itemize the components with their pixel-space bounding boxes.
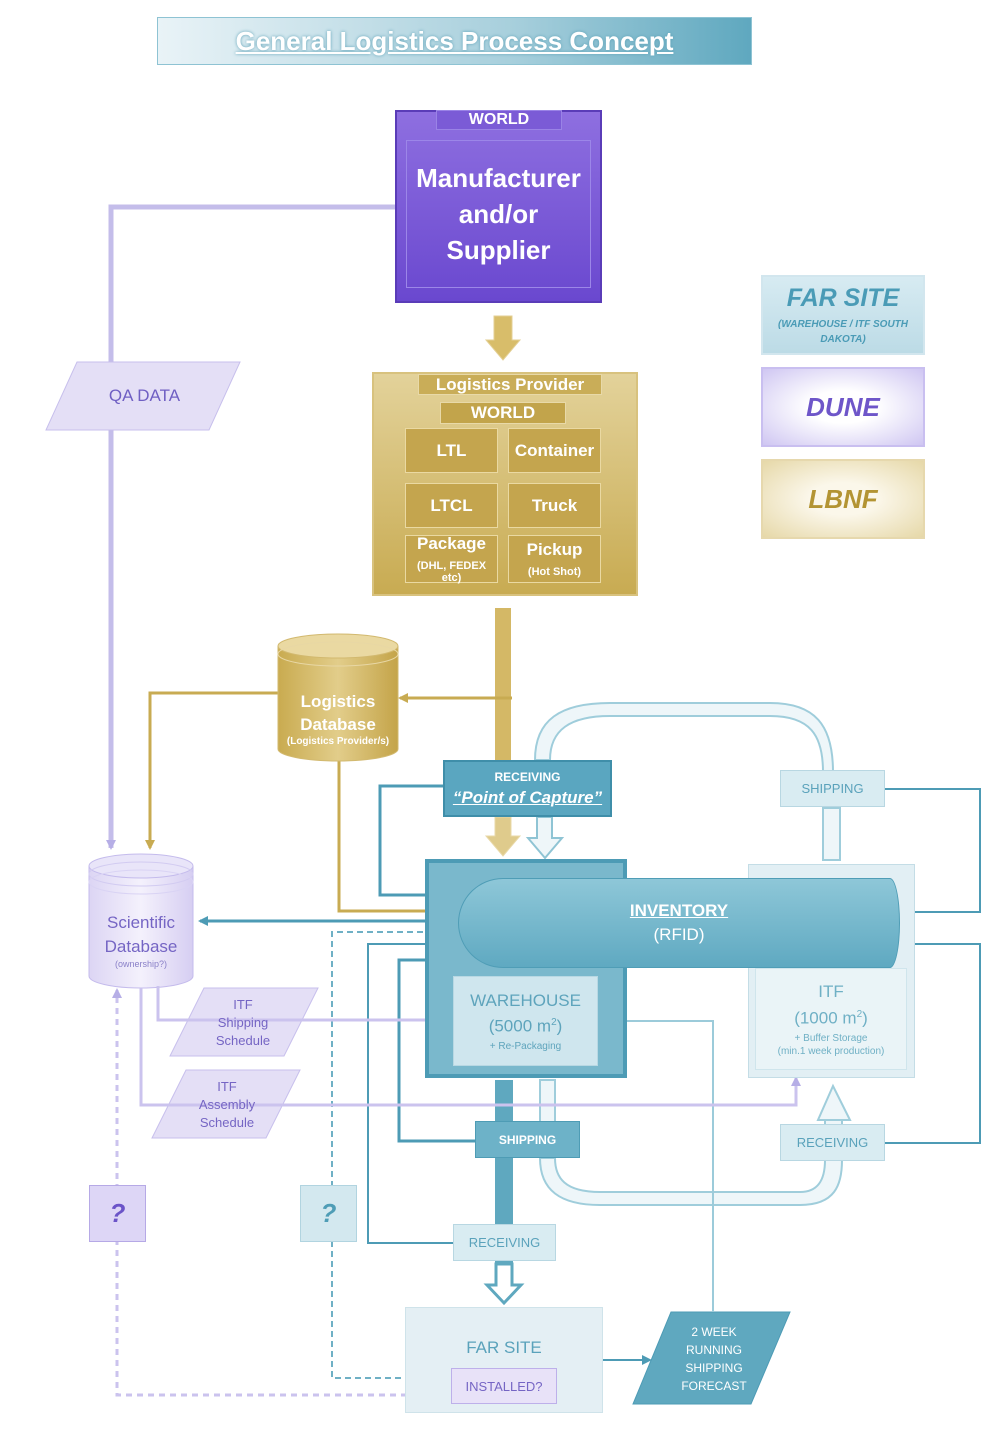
shipping-tag-middle: SHIPPING bbox=[475, 1121, 580, 1158]
logistics-provider-title: Logistics Provider bbox=[418, 374, 602, 395]
legend-lbnf-label: LBNF bbox=[808, 483, 878, 514]
legend-lbnf: LBNF bbox=[761, 459, 925, 539]
mode-label: Package bbox=[417, 534, 486, 553]
warehouse-area-value: (5000 m bbox=[488, 1016, 552, 1036]
mode-sublabel: (DHL, FEDEX etc) bbox=[416, 560, 487, 584]
mode-label: LTCL bbox=[430, 495, 473, 515]
forecast-shape bbox=[632, 1311, 791, 1405]
receiving-tag-far-site: RECEIVING bbox=[453, 1224, 556, 1261]
manufacturer-world-tag: WORLD bbox=[436, 110, 562, 130]
point-of-capture-label: “Point of Capture” bbox=[452, 787, 603, 807]
far-receiving-loop-line bbox=[367, 939, 456, 1244]
itf-shipping-schedule-label: ITF Shipping Schedule bbox=[215, 997, 271, 1048]
manufacturer-label: Manufacturer and/or Supplier bbox=[416, 163, 581, 265]
title-banner: General Logistics Process Concept bbox=[157, 17, 752, 65]
mode-cell-container: Container bbox=[508, 428, 601, 473]
manufacturer-to-provider-arrow bbox=[484, 315, 522, 361]
warehouse-label: WAREHOUSE bbox=[470, 990, 581, 1010]
page-title: General Logistics Process Concept bbox=[235, 25, 674, 56]
scidb-to-warehouse-line bbox=[156, 986, 450, 1025]
scientific-database: Scientific Database (ownership?) bbox=[89, 905, 193, 975]
mode-label: Container bbox=[514, 440, 595, 460]
legend-dune-label: DUNE bbox=[806, 391, 880, 422]
scientific-database-cylinder bbox=[88, 853, 194, 989]
provider-to-inventory-arrow bbox=[484, 816, 522, 857]
qa-data: QA DATA bbox=[62, 378, 227, 414]
warehouse-sub: + Re-Packaging bbox=[489, 1041, 562, 1053]
itf-area: (1000 m2) bbox=[794, 1003, 868, 1030]
question-box-blue: ? bbox=[300, 1185, 357, 1242]
warehouse-area-unit-exponent: 2 bbox=[551, 1016, 557, 1028]
warehouse-down-stem bbox=[539, 1079, 556, 1123]
warehouse-box: WAREHOUSE (5000 m2) + Re-Packaging bbox=[453, 976, 598, 1066]
itf-assembly-schedule-label: ITF Assembly Schedule bbox=[198, 1079, 256, 1130]
itf-area-value: (1000 m bbox=[794, 1008, 857, 1028]
manufacturer-block bbox=[395, 110, 602, 303]
receiving-point-of-capture: RECEIVING “Point of Capture” bbox=[443, 760, 612, 817]
mode-cell-package: Package (DHL, FEDEX etc) bbox=[405, 534, 498, 584]
receiving-tag-itf: RECEIVING bbox=[780, 1124, 885, 1161]
logistics-database-cylinder bbox=[277, 633, 399, 762]
itf-assembly-schedule: ITF Assembly Schedule bbox=[170, 1076, 284, 1134]
itf-area-close: ) bbox=[862, 1008, 868, 1028]
inventory-label: INVENTORY bbox=[629, 901, 729, 920]
capture-down-arrow bbox=[525, 816, 565, 860]
forecast-to-warehouse-line bbox=[600, 1016, 714, 1312]
receiving-right-line bbox=[885, 939, 981, 1144]
provider-trunk bbox=[495, 608, 511, 760]
installed-status-box: INSTALLED? bbox=[451, 1368, 557, 1404]
mode-label: Truck bbox=[531, 495, 578, 515]
mode-cell-truck: Truck bbox=[508, 483, 601, 528]
itf-shipping-schedule: ITF Shipping Schedule bbox=[186, 994, 300, 1052]
logistics-database-label: Logistics Database bbox=[300, 691, 376, 734]
inventory-sub: (RFID) bbox=[653, 925, 705, 944]
logistics-database-sub: (Logistics Provider/s) bbox=[286, 735, 390, 747]
installed-to-inventory-dashed bbox=[331, 927, 456, 1379]
shipping-tag-top: SHIPPING bbox=[780, 770, 885, 807]
logdb-to-inventory-line bbox=[337, 760, 456, 916]
mode-cell-ltl: LTL bbox=[405, 428, 498, 473]
shipping-forecast-label: 2 WEEK RUNNING SHIPPING FORECAST bbox=[681, 1325, 747, 1393]
mode-cell-ltcl: LTCL bbox=[405, 483, 498, 528]
mode-sublabel: (Hot Shot) bbox=[527, 566, 582, 578]
shipping-right-line bbox=[885, 788, 981, 917]
warehouse-area-close: ) bbox=[556, 1016, 563, 1036]
qa-data-label: QA DATA bbox=[108, 386, 181, 405]
legend-far-site: FAR SITE (WAREHOUSE / ITF SOUTH DAKOTA) bbox=[761, 275, 925, 355]
logistics-provider-world-tag: WORLD bbox=[440, 402, 566, 424]
itf-box: ITF (1000 m2) + Buffer Storage (min.1 we… bbox=[755, 968, 907, 1070]
installed-to-scidb-dashed bbox=[112, 988, 451, 1397]
scidb-to-itf-line bbox=[139, 988, 801, 1107]
legend-far-site-label: FAR SITE bbox=[786, 283, 900, 312]
itf-sub: + Buffer Storage (min.1 week production) bbox=[777, 1032, 885, 1057]
receiving-capture-label: RECEIVING bbox=[494, 769, 561, 784]
ship-trunk-upper bbox=[495, 1080, 513, 1122]
scientific-database-label: Scientific Database bbox=[104, 913, 178, 956]
top-loop-stem bbox=[822, 807, 841, 861]
scientific-database-sub: (ownership?) bbox=[114, 959, 168, 969]
far-site-down-arrow bbox=[483, 1262, 525, 1306]
mode-label: LTL bbox=[436, 440, 467, 460]
mode-label: Pickup bbox=[526, 540, 583, 559]
logdb-to-scidb-line bbox=[145, 691, 280, 850]
inventory-rfid: INVENTORY (RFID) bbox=[458, 878, 900, 968]
legend-dune: DUNE bbox=[761, 367, 925, 447]
qa-flow-line bbox=[106, 204, 395, 850]
far-site-label: FAR SITE bbox=[466, 1338, 542, 1357]
manufacturer-inner: Manufacturer and/or Supplier bbox=[406, 140, 591, 288]
qa-data-shape bbox=[45, 361, 241, 431]
itf-receiving-up-arrow bbox=[816, 1083, 852, 1121]
itf-label: ITF bbox=[818, 982, 844, 1002]
question-box-purple: ? bbox=[89, 1185, 146, 1242]
logistics-database: Logistics Database (Logistics Provider/s… bbox=[278, 684, 398, 752]
itf-shipping-schedule-shape bbox=[169, 987, 319, 1057]
shipping-forecast: 2 WEEK RUNNING SHIPPING FORECAST bbox=[660, 1320, 768, 1398]
warehouse-area: (5000 m2) bbox=[489, 1012, 563, 1038]
itf-area-unit-exponent: 2 bbox=[856, 1009, 863, 1021]
capture-to-inventory-line bbox=[378, 784, 456, 900]
legend-far-site-sub: (WAREHOUSE / ITF SOUTH DAKOTA) bbox=[778, 318, 908, 345]
mode-cell-pickup: Pickup (Hot Shot) bbox=[508, 535, 601, 583]
